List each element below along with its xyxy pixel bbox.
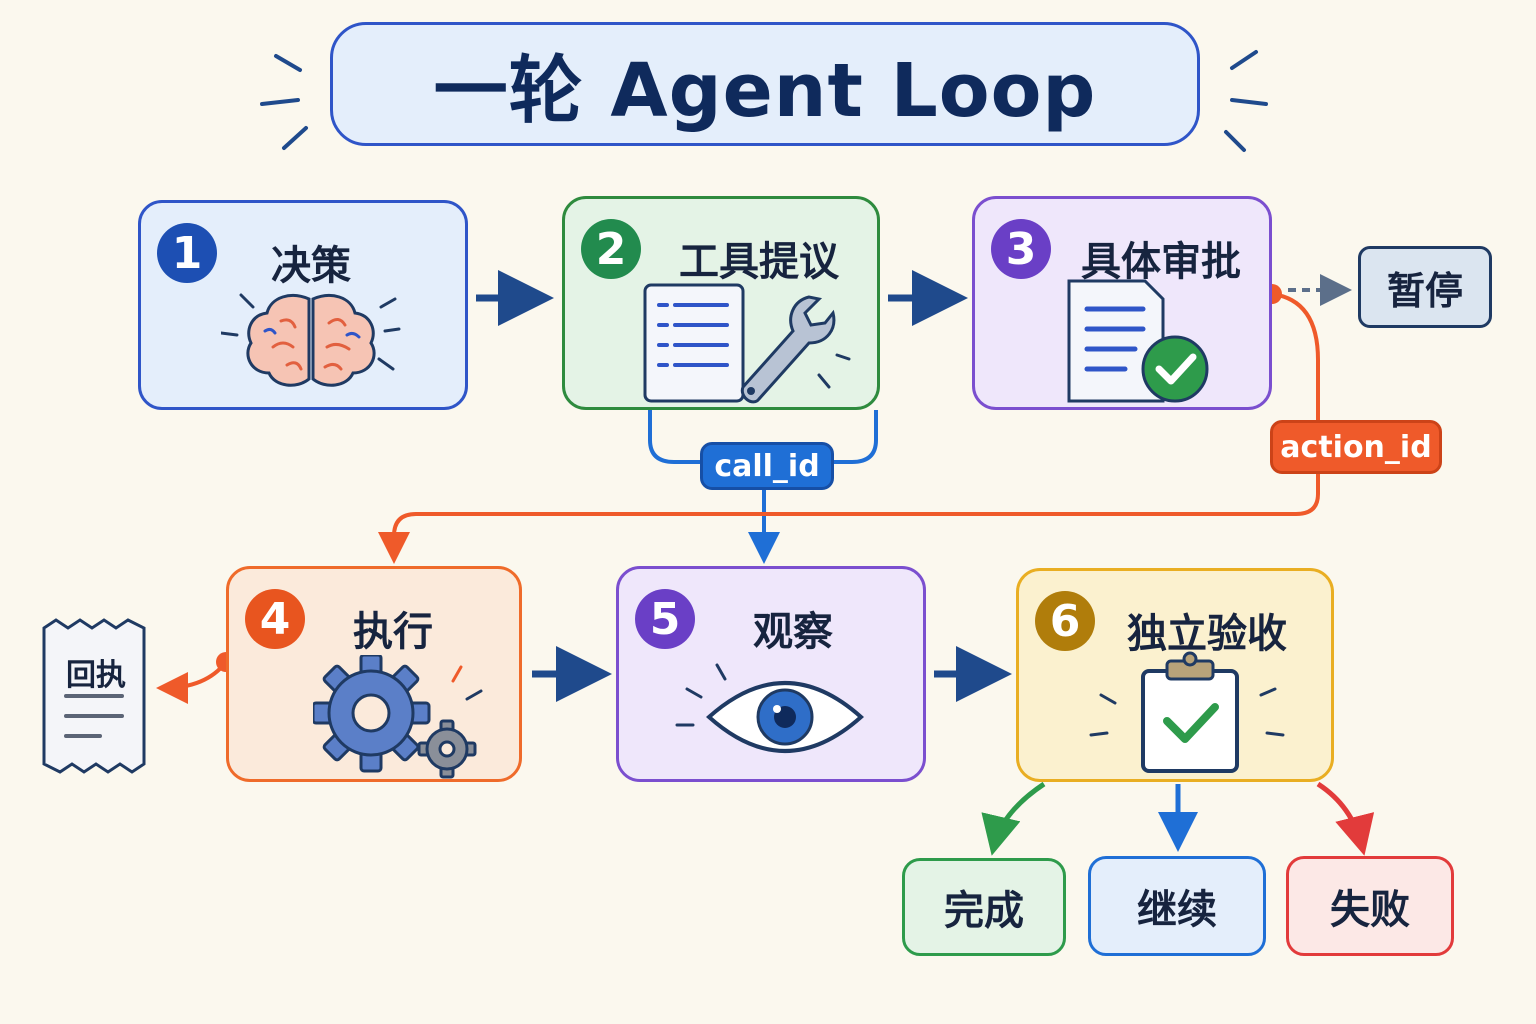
step-card-observe[interactable]: 5 观察 bbox=[616, 566, 926, 782]
brain-icon bbox=[221, 293, 401, 387]
outcome-continue: 继续 bbox=[1088, 856, 1266, 956]
receipt-lines bbox=[64, 694, 124, 738]
receipt-label: 回执 bbox=[66, 658, 126, 693]
clipboard-check-icon bbox=[1089, 651, 1285, 773]
outcome-fail: 失败 bbox=[1286, 856, 1454, 956]
pause-box: 暂停 bbox=[1358, 246, 1492, 328]
step-card-independent-acceptance[interactable]: 6 独立验收 bbox=[1016, 568, 1334, 782]
step-4-label: 执行 bbox=[353, 609, 433, 655]
action-id-connector bbox=[378, 292, 1320, 564]
title-sparkles bbox=[260, 50, 1268, 152]
step-3-label: 具体审批 bbox=[1081, 239, 1241, 285]
action-id-tag: action_id bbox=[1270, 420, 1442, 474]
step-5-label: 观察 bbox=[753, 609, 833, 655]
step-5-badge: 5 bbox=[635, 589, 695, 649]
step-card-specific-approval[interactable]: 3 具体审批 bbox=[972, 196, 1272, 410]
step-3-badge: 3 bbox=[991, 219, 1051, 279]
step-4-badge: 4 bbox=[245, 589, 305, 649]
step-1-badge: 1 bbox=[157, 223, 217, 283]
document-check-icon bbox=[1067, 279, 1209, 403]
step-card-tool-proposal[interactable]: 2 工具提议 bbox=[562, 196, 880, 410]
step-6-badge: 6 bbox=[1035, 591, 1095, 651]
step-card-execute[interactable]: 4 执行 bbox=[226, 566, 522, 782]
step-card-decision[interactable]: 1 决策 bbox=[138, 200, 468, 410]
step-2-label: 工具提议 bbox=[679, 239, 839, 285]
step-6-label: 独立验收 bbox=[1127, 611, 1287, 657]
arrow-to-fail bbox=[1316, 781, 1375, 856]
outcome-done: 完成 bbox=[902, 858, 1066, 956]
gears-icon bbox=[313, 655, 483, 779]
title-box: 一轮 Agent Loop bbox=[330, 22, 1200, 146]
page-title: 一轮 Agent Loop bbox=[433, 47, 1097, 134]
step-2-badge: 2 bbox=[581, 219, 641, 279]
eye-icon bbox=[675, 663, 865, 753]
receipt-arrow bbox=[156, 660, 228, 704]
call-id-connector bbox=[648, 410, 878, 564]
step-1-label: 决策 bbox=[271, 243, 351, 289]
arrow-to-done bbox=[981, 781, 1046, 856]
list-wrench-icon bbox=[643, 283, 851, 404]
call-id-tag: call_id bbox=[700, 442, 834, 490]
